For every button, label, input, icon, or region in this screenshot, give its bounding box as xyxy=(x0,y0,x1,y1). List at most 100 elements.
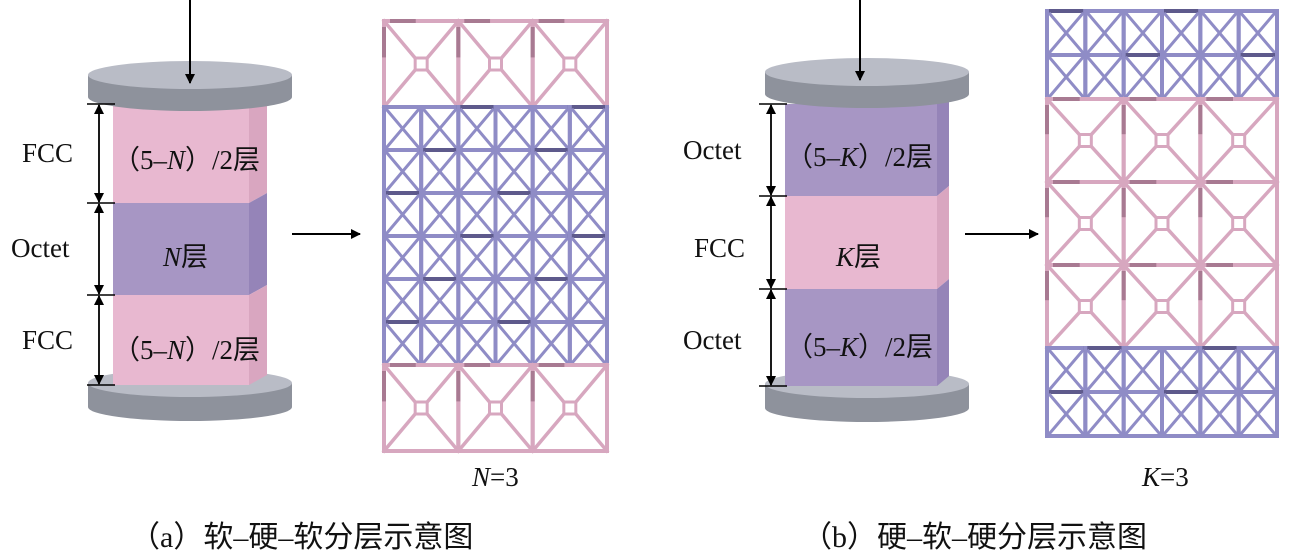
octet-diagonal xyxy=(1201,55,1238,99)
octet-diagonal xyxy=(570,279,607,322)
layer-front-fcc xyxy=(113,104,249,203)
parameter-label: N=3 xyxy=(472,462,519,493)
fcc-diagonal xyxy=(455,67,492,110)
fcc-node xyxy=(1231,299,1247,314)
octet-diagonal xyxy=(496,322,532,365)
fcc-diagonal xyxy=(530,362,567,405)
octet-diagonal xyxy=(1162,392,1200,436)
octet-diagonal xyxy=(1239,392,1277,436)
octet-diagonal xyxy=(1086,348,1123,392)
count-suffix: ）/2层 xyxy=(858,332,934,362)
octet-diagonal xyxy=(1201,392,1238,436)
layer-front-fcc xyxy=(113,295,249,385)
octet-diagonal xyxy=(459,322,495,365)
octet-diagonal xyxy=(1162,348,1200,392)
fcc-diagonal xyxy=(381,18,418,61)
parameter-variable: K xyxy=(1142,462,1161,492)
layer-label-top: FCC xyxy=(22,138,74,168)
count-prefix: （5– xyxy=(786,142,840,172)
layer-label-bottom: FCC xyxy=(22,325,74,355)
octet-diagonal xyxy=(422,107,458,150)
fcc-node xyxy=(413,56,429,72)
octet-diagonal xyxy=(533,107,569,150)
fcc-diagonal xyxy=(1197,179,1236,220)
fcc-node xyxy=(562,400,578,416)
fcc-node xyxy=(488,56,503,72)
octet-diagonal xyxy=(1124,55,1162,99)
fcc-diagonal xyxy=(1121,262,1159,303)
count-prefix: （5– xyxy=(113,145,167,175)
octet-diagonal xyxy=(533,322,569,365)
octet-diagonal xyxy=(384,193,421,236)
parameter-value: =3 xyxy=(1160,462,1189,492)
count-variable: N xyxy=(163,242,182,272)
octet-diagonal xyxy=(384,107,421,150)
fcc-diagonal xyxy=(455,18,492,61)
octet-diagonal xyxy=(496,236,532,279)
layer-count-middle: K层 xyxy=(836,235,881,274)
octet-diagonal xyxy=(459,150,495,193)
layer-label-middle: FCC xyxy=(694,233,746,263)
fcc-diagonal xyxy=(1197,144,1236,185)
fcc-diagonal xyxy=(1197,227,1236,268)
octet-diagonal xyxy=(1239,348,1277,392)
octet-diagonal xyxy=(533,193,569,236)
fcc-diagonal xyxy=(1165,96,1203,137)
fcc-diagonal xyxy=(499,411,536,454)
fcc-diagonal xyxy=(424,411,461,454)
fcc-diagonal xyxy=(1088,96,1127,137)
layer-side-fcc xyxy=(249,94,267,203)
parameter-variable: N xyxy=(472,462,491,492)
layer-side-octet xyxy=(937,279,949,386)
fcc-diagonal xyxy=(1044,96,1082,137)
fcc-diagonal xyxy=(1242,96,1280,137)
octet-diagonal xyxy=(1047,11,1085,55)
fcc-diagonal xyxy=(455,411,492,454)
fcc-node xyxy=(1154,216,1170,231)
fcc-node xyxy=(488,400,503,416)
octet-diagonal xyxy=(496,150,532,193)
fcc-node xyxy=(413,400,429,416)
octet-diagonal xyxy=(422,322,458,365)
fcc-diagonal xyxy=(1242,262,1280,303)
fcc-diagonal xyxy=(1088,144,1127,185)
octet-diagonal xyxy=(459,279,495,322)
layer-count-top: （5–K）/2层 xyxy=(786,135,933,174)
top-plate-top xyxy=(765,58,969,86)
fcc-diagonal xyxy=(1121,310,1159,351)
fcc-diagonal xyxy=(1197,96,1236,137)
fcc-diagonal xyxy=(1197,262,1236,303)
count-variable: N xyxy=(167,145,186,175)
count-suffix: ）/2层 xyxy=(185,335,261,365)
fcc-node xyxy=(1077,133,1093,148)
fcc-node xyxy=(562,56,578,72)
fcc-diagonal xyxy=(1242,227,1280,268)
layer-count-top: （5–N）/2层 xyxy=(113,138,260,177)
count-suffix: 层 xyxy=(854,242,882,272)
count-variable: K xyxy=(840,332,859,362)
fcc-node xyxy=(1231,133,1247,148)
fcc-diagonal xyxy=(1088,310,1127,351)
octet-diagonal xyxy=(1239,55,1277,99)
fcc-diagonal xyxy=(1121,227,1159,268)
octet-diagonal xyxy=(570,150,607,193)
count-prefix: （5– xyxy=(786,332,840,362)
octet-diagonal xyxy=(422,193,458,236)
octet-diagonal xyxy=(1086,11,1123,55)
fcc-diagonal xyxy=(1121,144,1159,185)
fcc-diagonal xyxy=(499,362,536,405)
octet-diagonal xyxy=(496,193,532,236)
octet-diagonal xyxy=(570,322,607,365)
octet-diagonal xyxy=(422,236,458,279)
fcc-diagonal xyxy=(1165,227,1203,268)
count-variable: N xyxy=(167,335,186,365)
layer-side-fcc xyxy=(937,186,949,289)
octet-diagonal xyxy=(1162,11,1200,55)
fcc-diagonal xyxy=(1088,179,1127,220)
fcc-diagonal xyxy=(1044,179,1082,220)
count-suffix: ）/2层 xyxy=(185,145,261,175)
layer-side-octet xyxy=(249,193,267,295)
octet-diagonal xyxy=(1086,55,1123,99)
fcc-node xyxy=(1077,299,1093,314)
